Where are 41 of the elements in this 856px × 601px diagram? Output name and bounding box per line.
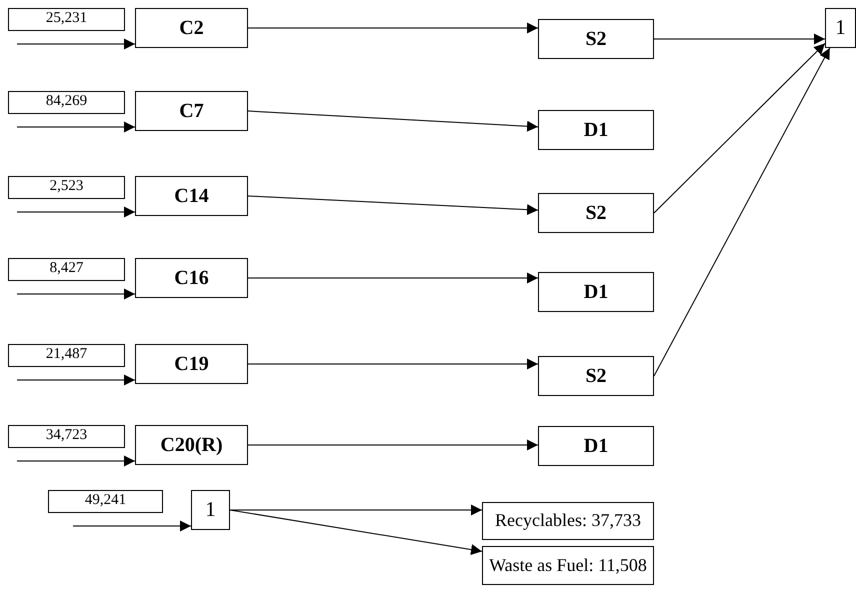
arrow <box>16 206 136 218</box>
collection-box: 1 <box>825 8 856 48</box>
quantity-box: 25,231 <box>8 8 125 31</box>
arrow <box>16 38 136 50</box>
quantity-box: 84,269 <box>8 91 125 114</box>
arrow <box>16 288 136 300</box>
process-box: D1 <box>538 426 654 466</box>
output-box: Waste as Fuel: 11,508 <box>482 546 654 585</box>
process-box: S2 <box>538 19 654 59</box>
quantity-box: 2,523 <box>8 176 125 199</box>
process-box: C2 <box>135 8 248 48</box>
quantity-box: 8,427 <box>8 258 125 281</box>
arrow <box>248 196 538 216</box>
process-box: D1 <box>538 272 654 312</box>
arrow <box>230 510 482 556</box>
process-box: C19 <box>135 344 248 384</box>
process-box: S2 <box>538 193 654 233</box>
output-box: Recyclables: 37,733 <box>482 502 654 540</box>
process-box: C7 <box>135 91 248 131</box>
arrow <box>16 122 136 132</box>
arrow <box>16 374 136 386</box>
quantity-box: 34,723 <box>8 425 125 448</box>
arrow <box>72 520 192 532</box>
quantity-box: 49,241 <box>48 490 163 513</box>
process-box: D1 <box>538 110 654 150</box>
arrow <box>16 456 136 466</box>
process-box: C14 <box>135 176 248 216</box>
arrow <box>230 504 482 516</box>
process-box: S2 <box>538 356 654 396</box>
process-box: C16 <box>135 258 248 298</box>
arrow <box>654 34 826 44</box>
arrow <box>248 358 538 370</box>
arrow <box>248 110 538 132</box>
arrow <box>248 272 538 284</box>
collection-box: 1 <box>191 490 230 530</box>
arrow <box>248 440 538 450</box>
arrow <box>248 22 538 34</box>
quantity-box: 21,487 <box>8 344 125 367</box>
arrow <box>654 48 830 376</box>
process-box: C20(R) <box>135 425 248 465</box>
arrow <box>654 42 826 214</box>
